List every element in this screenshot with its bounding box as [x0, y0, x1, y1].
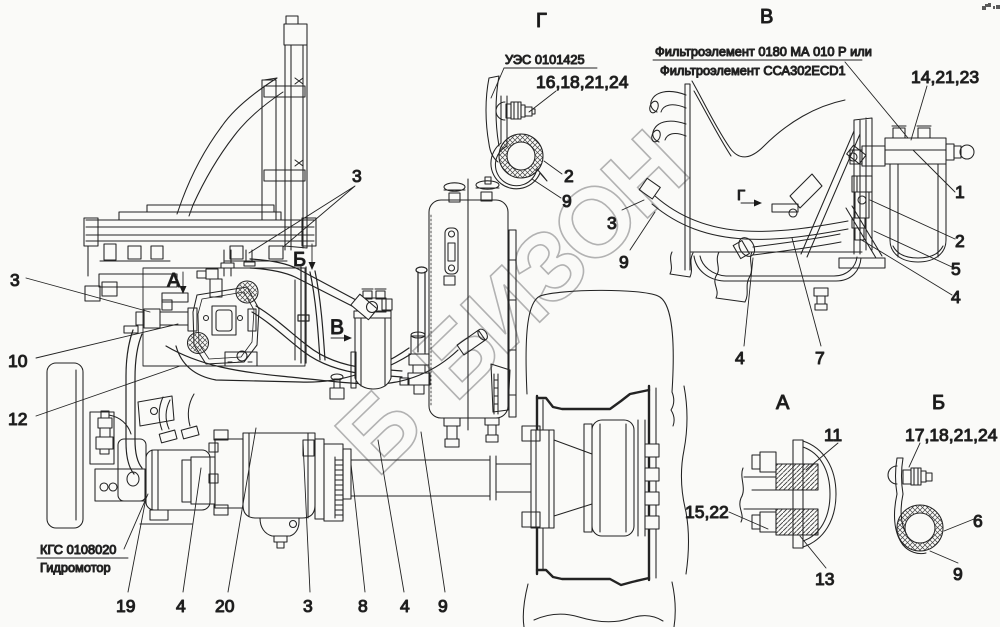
svg-text:Г: Г: [737, 187, 745, 204]
svg-text:4: 4: [176, 596, 186, 616]
svg-text:Б: Б: [932, 392, 945, 414]
svg-text:11: 11: [824, 425, 842, 445]
svg-text:Б: Б: [293, 249, 306, 271]
svg-text:Г: Г: [536, 10, 547, 32]
svg-text:9: 9: [953, 564, 963, 584]
svg-text:В: В: [330, 316, 344, 339]
svg-text:16,18,21,24: 16,18,21,24: [536, 72, 629, 92]
svg-text:8: 8: [358, 596, 368, 616]
svg-text:9: 9: [438, 596, 448, 616]
svg-text:А: А: [167, 270, 181, 292]
svg-text:4: 4: [400, 596, 410, 616]
svg-text:Фильтроэлемент ССА302ECD1: Фильтроэлемент ССА302ECD1: [660, 63, 846, 78]
svg-text:12: 12: [8, 409, 27, 429]
svg-text:15,22: 15,22: [685, 502, 729, 522]
svg-text:9: 9: [562, 191, 572, 211]
svg-text:5: 5: [951, 259, 961, 279]
svg-text:3: 3: [303, 596, 313, 616]
svg-text:7: 7: [815, 348, 825, 368]
svg-text:9: 9: [619, 252, 629, 272]
svg-text:А: А: [776, 392, 790, 414]
svg-text:17,18,21,24: 17,18,21,24: [905, 425, 998, 445]
svg-text:БИЗОН: БИЗОН: [393, 112, 705, 419]
svg-text:1: 1: [955, 182, 965, 202]
svg-text:19: 19: [116, 596, 135, 616]
svg-text:20: 20: [215, 596, 235, 616]
svg-text:КГС 0108020: КГС 0108020: [40, 542, 116, 557]
svg-text:4: 4: [951, 287, 961, 307]
svg-text:В: В: [760, 6, 773, 28]
svg-text:2: 2: [564, 166, 574, 186]
svg-text:УЭС 0101425: УЭС 0101425: [505, 52, 585, 67]
svg-text:4: 4: [735, 348, 745, 368]
svg-text:10: 10: [8, 351, 28, 371]
svg-text:14,21,23: 14,21,23: [911, 67, 979, 87]
svg-text:3: 3: [607, 213, 617, 233]
svg-text:13: 13: [815, 569, 834, 589]
svg-text:Гидромотор: Гидромотор: [40, 560, 111, 575]
svg-text:6: 6: [973, 511, 983, 531]
svg-text:2: 2: [955, 231, 965, 251]
svg-text:3: 3: [10, 270, 20, 290]
svg-text:3: 3: [352, 166, 362, 186]
svg-text:Фильтроэлемент 0180 МА 010 Р и: Фильтроэлемент 0180 МА 010 Р или: [655, 44, 872, 59]
